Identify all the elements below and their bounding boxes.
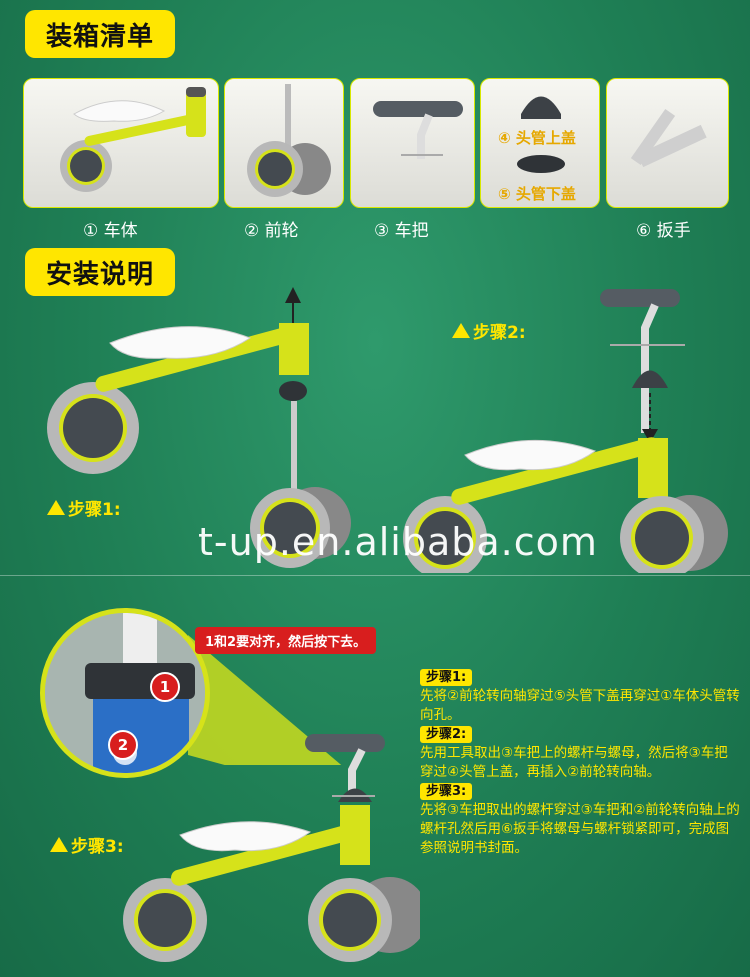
part-box-handlebar [350, 78, 475, 208]
callout-number-2: 2 [108, 730, 138, 760]
watermark: t-up.en.alibaba.com [198, 520, 598, 564]
instr-step3-label: 步骤3: [420, 783, 473, 800]
handlebar-icon [373, 101, 463, 159]
part-box-wrench [606, 78, 729, 208]
part-box-body [23, 78, 219, 208]
step1-illustration [47, 287, 351, 568]
caption-body: ① 车体 [83, 221, 138, 241]
step2-illustration [403, 289, 728, 573]
triangle-icon [50, 837, 68, 852]
head-cap-icon [517, 96, 565, 173]
alignment-note: 1和2要对齐，然后按下去。 [195, 627, 377, 654]
triangle-icon [452, 323, 470, 338]
instr-step1-text: 先将②前轮转向轴穿过⑤头管下盖再穿过①车体头管转向孔。 [420, 688, 740, 723]
callout-number-1: 1 [150, 672, 180, 702]
head-cap-upper-label: ④ 头管上盖 [498, 129, 576, 147]
instr-step1-label: 步骤1: [420, 669, 473, 686]
step1-tag: 步骤1: [47, 495, 121, 520]
part-box-front-wheel [224, 78, 344, 208]
section-divider [0, 575, 750, 576]
bike-body-icon [60, 87, 206, 192]
step3-illustration [123, 734, 420, 962]
front-wheel-icon [247, 84, 331, 197]
packing-list-header: 装箱清单 [25, 10, 175, 58]
caption-handlebar: ③ 车把 [374, 221, 429, 241]
install-guide-header: 安装说明 [25, 248, 175, 296]
instr-step2-label: 步骤2: [420, 726, 473, 743]
zoom-beam [188, 635, 342, 765]
triangle-icon [47, 500, 65, 515]
instr-step3-text: 先将③车把取出的螺杆穿过③车把和②前轮转向轴上的螺杆孔然后用⑥扳手将螺母与螺杆锁… [420, 802, 740, 856]
instructions-panel: 步骤1: 先将②前轮转向轴穿过⑤头管下盖再穿过①车体头管转向孔。 步骤2: 先用… [420, 668, 740, 858]
wrench-icon [630, 108, 707, 168]
step3-tag: 步骤3: [50, 832, 124, 857]
head-cap-lower-label: ⑤ 头管下盖 [498, 185, 576, 203]
part-box-head-caps: ④ 头管上盖 ⑤ 头管下盖 [480, 78, 600, 208]
step2-tag: 步骤2: [452, 318, 526, 343]
caption-front-wheel: ② 前轮 [244, 221, 299, 241]
caption-wrench: ⑥ 扳手 [636, 221, 691, 241]
instr-step2-text: 先用工具取出③车把上的螺杆与螺母，然后将③车把穿过④头管上盖，再插入②前轮转向轴… [420, 745, 728, 780]
